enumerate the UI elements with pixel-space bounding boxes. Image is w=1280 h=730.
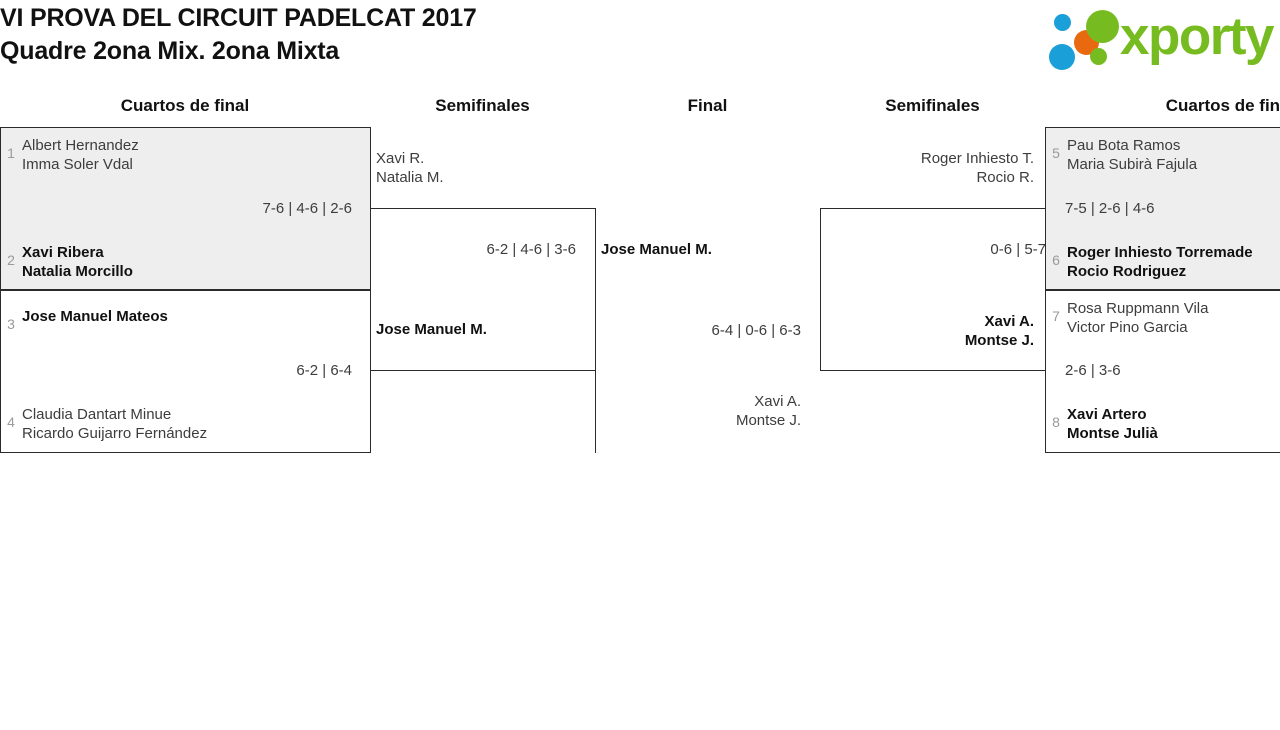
player-name-line2: Ricardo Guijarro Fernández	[22, 425, 208, 442]
player-names: Roger Inhiesto T. Rocio R.	[826, 149, 1034, 187]
player-name-line2: Victor Pino Garcia	[1067, 319, 1188, 336]
player-name-line1: Xavi Artero	[1067, 406, 1147, 423]
bracket-entry-seed-3[interactable]: 3 Jose Manuel Mateos	[0, 307, 168, 334]
match-box-quarterfinal-1[interactable]	[0, 127, 371, 290]
seed-number: 5	[1052, 145, 1060, 161]
bracket-entry-semifinal-left-bottom[interactable]: Jose Manuel M.	[376, 320, 487, 339]
player-names: Xavi Artero Montse Julià	[1067, 405, 1158, 443]
match-score-quarterfinal-1: 7-6 | 4-6 | 2-6	[262, 200, 352, 217]
connector-line-left-final	[595, 289, 596, 453]
bracket-entry-semifinal-left-top[interactable]: Xavi R. Natalia M.	[376, 149, 444, 187]
player-names: Xavi A. Montse J.	[826, 312, 1034, 350]
xporty-logo[interactable]: xporty	[1048, 4, 1276, 70]
seed-number: 4	[7, 414, 15, 430]
column-header-quarterfinals-right: Cuartos de final	[1165, 96, 1280, 115]
player-names: Pau Bota Ramos Maria Subirà Fajula	[1067, 136, 1197, 174]
match-score-quarterfinal-2: 6-2 | 6-4	[296, 362, 352, 379]
bracket-entry-semifinal-right-bottom[interactable]: Xavi A. Montse J.	[826, 312, 1034, 350]
match-box-quarterfinal-2[interactable]	[0, 290, 371, 453]
tournament-name: VI PROVA DEL CIRCUIT PADELCAT 2017	[0, 4, 477, 32]
player-names: Xavi R. Natalia M.	[376, 149, 444, 187]
bracket-entry-final-top[interactable]: Jose Manuel M.	[601, 240, 712, 259]
player-names: Jose Manuel M.	[601, 240, 712, 259]
logo-dot-blue-small	[1054, 14, 1071, 31]
player-name-line1: Roger Inhiesto Torremade	[1067, 244, 1253, 261]
player-name-line1: Xavi A.	[984, 313, 1034, 330]
bracket-entry-seed-1[interactable]: 1 Albert Hernandez Imma Soler Vdal	[0, 136, 139, 174]
player-name-line2: Rocio Rodriguez	[1067, 263, 1187, 280]
player-name-line1: Xavi R.	[376, 150, 425, 167]
player-names: Albert Hernandez Imma Soler Vdal	[22, 136, 139, 174]
player-name-line2: Rocio R.	[976, 169, 1034, 186]
player-names: Jose Manuel Mateos	[22, 307, 168, 326]
player-name-line1: Xavi A.	[754, 393, 801, 410]
player-names: Claudia Dantart Minue Ricardo Guijarro F…	[22, 405, 207, 443]
player-name-line2: Maria Subirà Fajula	[1067, 156, 1198, 173]
player-name-line2: Imma Soler Vdal	[22, 156, 133, 173]
page-header: VI PROVA DEL CIRCUIT PADELCAT 2017 Quadr…	[0, 0, 1280, 88]
logo-dots-icon	[1048, 10, 1124, 70]
seed-number: 7	[1052, 308, 1060, 324]
bracket-subtitle: Quadre 2ona Mix. 2ona Mixta	[0, 37, 340, 65]
player-name-line2: Natalia M.	[376, 169, 444, 186]
logo-dot-green-large	[1086, 10, 1119, 43]
logo-dot-green-small	[1090, 48, 1107, 65]
tournament-title-block: VI PROVA DEL CIRCUIT PADELCAT 2017 Quadr…	[0, 2, 477, 68]
bracket-entry-seed-5[interactable]: 5 Pau Bota Ramos Maria Subirà Fajula	[1045, 136, 1197, 174]
player-names: Rosa Ruppmann Vila Victor Pino Garcia	[1067, 299, 1208, 337]
column-header-final: Final	[687, 96, 728, 115]
match-box-quarterfinal-3[interactable]	[1045, 127, 1280, 290]
logo-dot-blue-large	[1049, 44, 1075, 70]
player-names: Jose Manuel M.	[376, 320, 487, 339]
bracket-entry-seed-4[interactable]: 4 Claudia Dantart Minue Ricardo Guijarro…	[0, 405, 207, 443]
player-name-line1: Roger Inhiesto T.	[920, 150, 1034, 167]
match-score-semifinal-right: 0-6 | 5-7	[990, 241, 1046, 258]
player-name-line1: Claudia Dantart Minue	[22, 406, 172, 423]
player-name-line1: Jose Manuel M.	[601, 241, 712, 258]
bracket-entry-seed-8[interactable]: 8 Xavi Artero Montse Julià	[1045, 405, 1158, 443]
bracket-entry-seed-2[interactable]: 2 Xavi Ribera Natalia Morcillo	[0, 243, 133, 281]
player-names: Xavi A. Montse J.	[601, 392, 801, 430]
player-name-line1: Jose Manuel M.	[376, 321, 487, 338]
player-name-line1: Albert Hernandez	[22, 137, 139, 154]
bracket-entry-final-bottom[interactable]: Xavi A. Montse J.	[601, 392, 801, 430]
seed-number: 2	[7, 252, 15, 268]
column-header-quarterfinals-left: Cuartos de final	[120, 96, 250, 115]
logo-wordmark: xporty	[1120, 7, 1274, 66]
seed-number: 6	[1052, 252, 1060, 268]
match-score-semifinal-left: 6-2 | 4-6 | 3-6	[486, 241, 576, 258]
seed-number: 8	[1052, 414, 1060, 430]
player-name-line1: Jose Manuel Mateos	[22, 308, 168, 325]
player-name-line1: Rosa Ruppmann Vila	[1067, 300, 1209, 317]
player-name-line2: Montse J.	[964, 332, 1034, 349]
bracket-entry-seed-6[interactable]: 6 Roger Inhiesto Torremade Rocio Rodrigu…	[1045, 243, 1253, 281]
bracket-entry-seed-7[interactable]: 7 Rosa Ruppmann Vila Victor Pino Garcia	[1045, 299, 1208, 337]
bracket-entry-semifinal-right-top[interactable]: Roger Inhiesto T. Rocio R.	[826, 149, 1034, 187]
column-header-semifinals-left: Semifinales	[435, 96, 530, 115]
connector-line-right-final	[1045, 289, 1046, 453]
seed-number: 1	[7, 145, 15, 161]
player-name-line2: Natalia Morcillo	[22, 263, 133, 280]
match-box-semifinal-left[interactable]	[370, 208, 596, 371]
match-score-final: 6-4 | 0-6 | 6-3	[711, 322, 801, 339]
player-name-line1: Xavi Ribera	[22, 244, 104, 261]
player-names: Roger Inhiesto Torremade Rocio Rodriguez	[1067, 243, 1253, 281]
match-score-quarterfinal-4: 2-6 | 3-6	[1065, 362, 1121, 379]
player-name-line2: Montse Julià	[1067, 425, 1158, 442]
column-header-semifinals-right: Semifinales	[885, 96, 980, 115]
player-name-line2: Montse J.	[735, 412, 801, 429]
seed-number: 3	[7, 316, 15, 332]
player-names: Xavi Ribera Natalia Morcillo	[22, 243, 133, 281]
match-score-quarterfinal-3: 7-5 | 2-6 | 4-6	[1065, 200, 1155, 217]
player-name-line1: Pau Bota Ramos	[1067, 137, 1181, 154]
